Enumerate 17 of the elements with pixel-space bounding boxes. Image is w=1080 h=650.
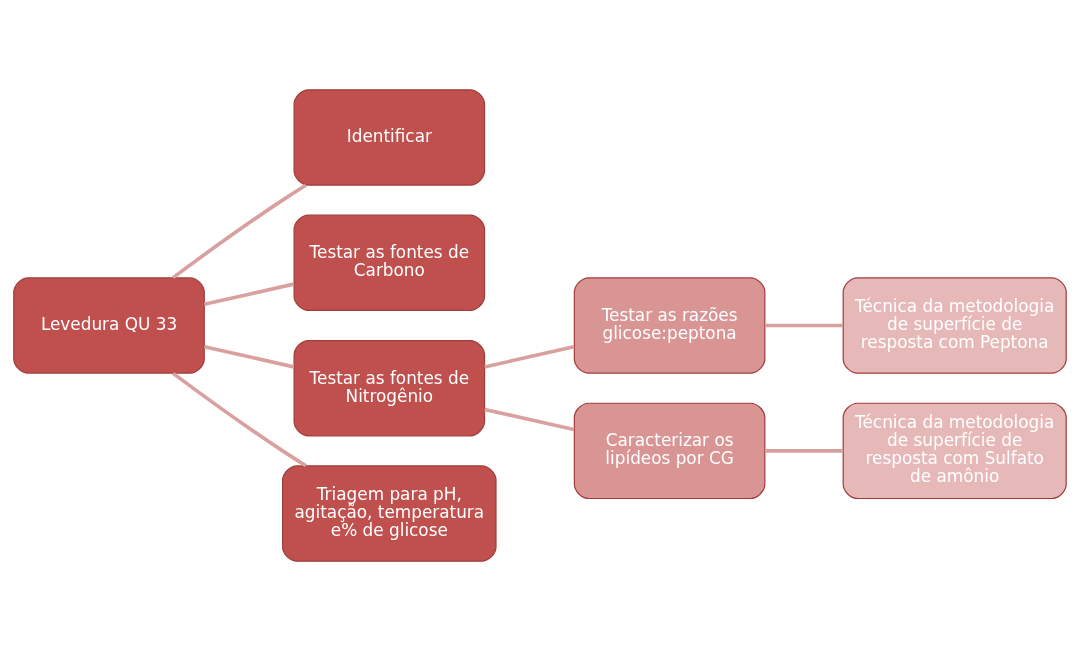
node-box: Testar as razões glicose:peptona (573, 276, 766, 374)
node-box: Triagem para pH, agitação, temperatura e% de glicose (282, 464, 497, 562)
node-box: Identificar (293, 88, 486, 186)
connector (203, 344, 295, 369)
node-box: Levedura QU 33 (13, 276, 205, 374)
connector (203, 281, 295, 306)
node-box: Testar as fontes de Carbono (293, 214, 486, 311)
connector (764, 323, 844, 327)
connector (172, 371, 307, 467)
connector (764, 448, 844, 453)
node-box: Testar as fontes de Nitrogênio (293, 339, 486, 436)
connector (172, 183, 307, 279)
connector (484, 344, 575, 369)
node-box: Técnica da metodologia de superfície de resposta com Peptona (842, 276, 1067, 374)
node-box: Caracterizar os lipídeos por CG (573, 402, 766, 499)
node-box: Técnica da metodologia de superfície de resposta com Sulfato de amônio (842, 402, 1067, 499)
connector (484, 407, 575, 431)
